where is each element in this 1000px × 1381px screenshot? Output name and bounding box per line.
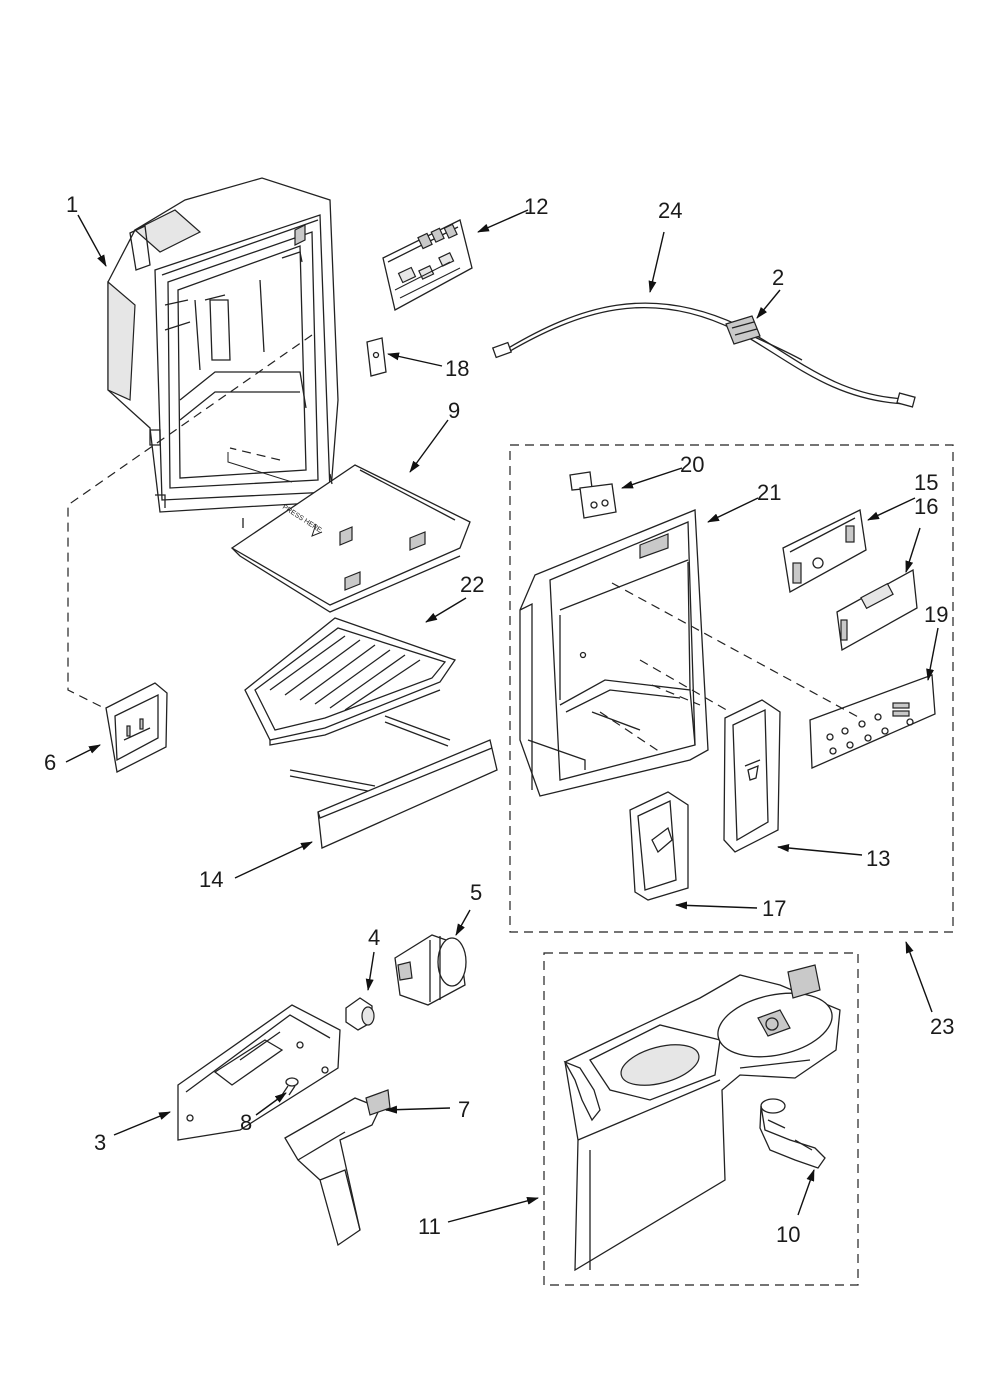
callout-5: 5	[470, 880, 482, 905]
part-13-dispenser-pad	[723, 699, 781, 853]
part-12-control-board	[382, 219, 473, 311]
part-9-ice-tray: PRESS HERE	[230, 464, 471, 613]
part-6-receptacle	[105, 682, 168, 773]
part-10-water-tube	[759, 1098, 826, 1169]
callout-18: 18	[445, 356, 469, 381]
callout-4: 4	[368, 925, 380, 950]
callout-6: 6	[44, 750, 56, 775]
callout-17: 17	[762, 896, 786, 921]
leader-lines	[65, 209, 939, 1223]
part-3-bracket	[177, 1004, 341, 1141]
callout-2: 2	[772, 265, 784, 290]
callout-14: 14	[199, 867, 223, 892]
callout-1: 1	[66, 192, 78, 217]
part-15-bracket-plate	[782, 509, 867, 594]
callout-10: 10	[776, 1222, 800, 1247]
part-2-connector	[725, 315, 761, 345]
callout-8: 8	[240, 1110, 252, 1135]
part-17-dispenser-pad	[629, 791, 689, 901]
callout-19: 19	[924, 602, 948, 627]
part-20-switch	[569, 471, 617, 519]
callout-labels: 1 12 24 2 18 9 20 21 15 16 22 19 6 13 14…	[44, 192, 954, 1247]
part-8-screw	[281, 1077, 299, 1096]
callout-24: 24	[658, 198, 682, 223]
part-5-auger-motor	[394, 934, 467, 1006]
callout-9: 9	[448, 398, 460, 423]
callout-12: 12	[524, 194, 548, 219]
part-24-wire-harness	[491, 302, 916, 408]
callout-13: 13	[866, 846, 890, 871]
assembly-11-boundary	[543, 952, 859, 1286]
callout-22: 22	[460, 572, 484, 597]
part-7-actuator-lever	[284, 1089, 391, 1247]
part-1-dispenser-housing	[107, 177, 339, 513]
part-11-ice-chute	[563, 964, 841, 1272]
part-18-bracket	[366, 337, 387, 377]
part-16-bracket-plate	[836, 568, 918, 652]
callout-20: 20	[680, 452, 704, 477]
part-22-drip-tray	[244, 617, 457, 746]
part-4-cam	[345, 997, 375, 1031]
callout-16: 16	[914, 494, 938, 519]
callout-11: 11	[418, 1214, 441, 1239]
callout-15: 15	[914, 470, 938, 495]
part-21-dispenser-front	[519, 509, 709, 797]
part-19-control-overlay	[809, 674, 936, 769]
part-14-tray-front	[289, 715, 498, 849]
callout-23: 23	[930, 1014, 954, 1039]
callout-21: 21	[757, 480, 781, 505]
callout-7: 7	[458, 1097, 470, 1122]
callout-3: 3	[94, 1130, 106, 1155]
